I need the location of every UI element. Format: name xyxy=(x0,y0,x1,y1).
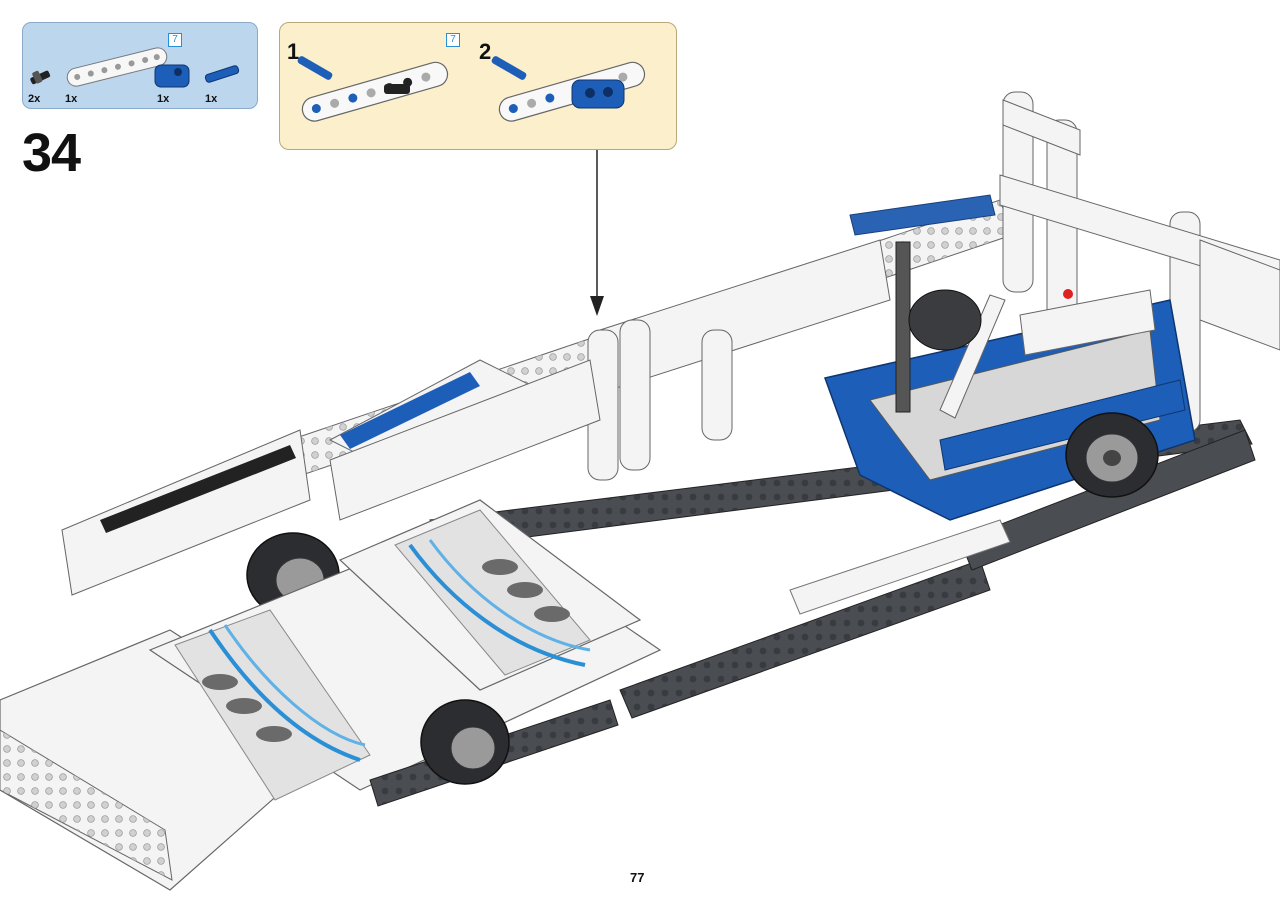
substep-number-2: 2 xyxy=(479,39,492,64)
blue-connector-block-icon xyxy=(154,64,190,88)
parts-list-callout: 7 2x 1x 1x 1x xyxy=(22,22,258,109)
beam-length-badge: 7 xyxy=(168,33,182,47)
substep-1-illustration xyxy=(297,56,449,122)
part-qty-beam: 1x xyxy=(65,93,78,105)
white-beam-7-icon xyxy=(66,47,168,87)
substep-number-1: 1 xyxy=(287,39,300,64)
page-number: 77 xyxy=(630,870,645,885)
part-qty-connector: 1x xyxy=(157,93,170,105)
part-qty-axle-pin: 1x xyxy=(205,93,218,105)
substep-2-illustration xyxy=(491,56,646,122)
substep-length-badge: 7 xyxy=(446,33,460,47)
callout-arrow xyxy=(590,150,604,316)
step-number: 34 xyxy=(22,123,81,183)
blue-axle-pin-icon xyxy=(204,65,240,83)
part-qty-pin: 2x xyxy=(28,93,41,105)
main-model-illustration xyxy=(0,91,1280,891)
pin-with-bush-icon xyxy=(30,70,51,85)
